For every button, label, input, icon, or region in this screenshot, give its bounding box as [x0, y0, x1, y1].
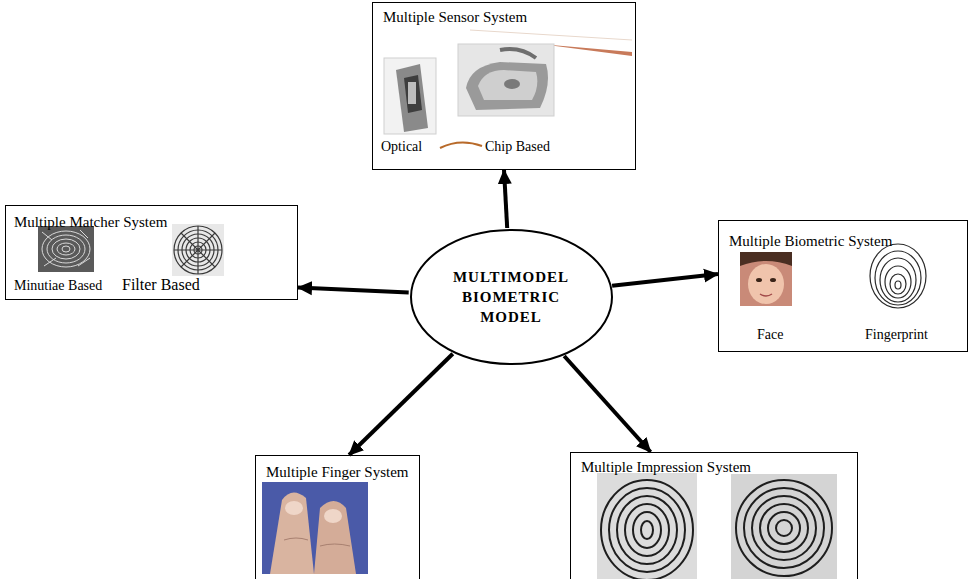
arrow-connector — [564, 356, 650, 452]
impression-print — [731, 474, 837, 579]
impression-box: Multiple Impression System — [570, 452, 858, 579]
box-heading: Multiple Impression System — [581, 459, 751, 476]
box-heading: Multiple Biometric System — [729, 233, 892, 250]
biometric-box: Multiple Biometric SystemFace Fingerprint — [718, 220, 968, 352]
image-caption: Face — [757, 327, 783, 343]
face-photo — [740, 252, 792, 306]
decor-line — [470, 30, 632, 40]
impression-print — [597, 473, 697, 579]
arrow-connector — [298, 288, 409, 293]
center-label: MULTIMODEL BIOMETRIC MODEL — [444, 267, 578, 328]
matcher-box: Multiple Matcher SystemMinutiae Based Fil… — [5, 205, 298, 300]
box-heading: Multiple Matcher System — [14, 214, 167, 231]
image-caption: Fingerprint — [865, 327, 928, 343]
finger-photo — [262, 482, 368, 574]
arrow-connector — [612, 274, 718, 286]
sensor-box: Multiple Sensor SystemOptical Chip Based — [372, 2, 636, 170]
image-caption: Minutiae Based — [14, 278, 102, 294]
finger-box: Multiple Finger System — [255, 455, 420, 579]
arrow-connector — [504, 170, 507, 228]
arrow-connector — [349, 354, 453, 455]
optical-sensor — [384, 58, 436, 134]
box-heading: Multiple Finger System — [266, 464, 409, 481]
decor-curve — [440, 142, 482, 148]
filter-print — [172, 224, 224, 276]
minutiae-print — [38, 226, 94, 272]
center-ellipse: MULTIMODEL BIOMETRIC MODEL — [409, 228, 614, 366]
fingerprint — [870, 244, 926, 308]
box-heading: Multiple Sensor System — [383, 9, 527, 26]
image-caption: Filter Based — [122, 276, 200, 294]
chip-sensor — [458, 44, 554, 116]
image-caption: Optical — [381, 139, 422, 155]
image-caption: Chip Based — [485, 139, 550, 155]
